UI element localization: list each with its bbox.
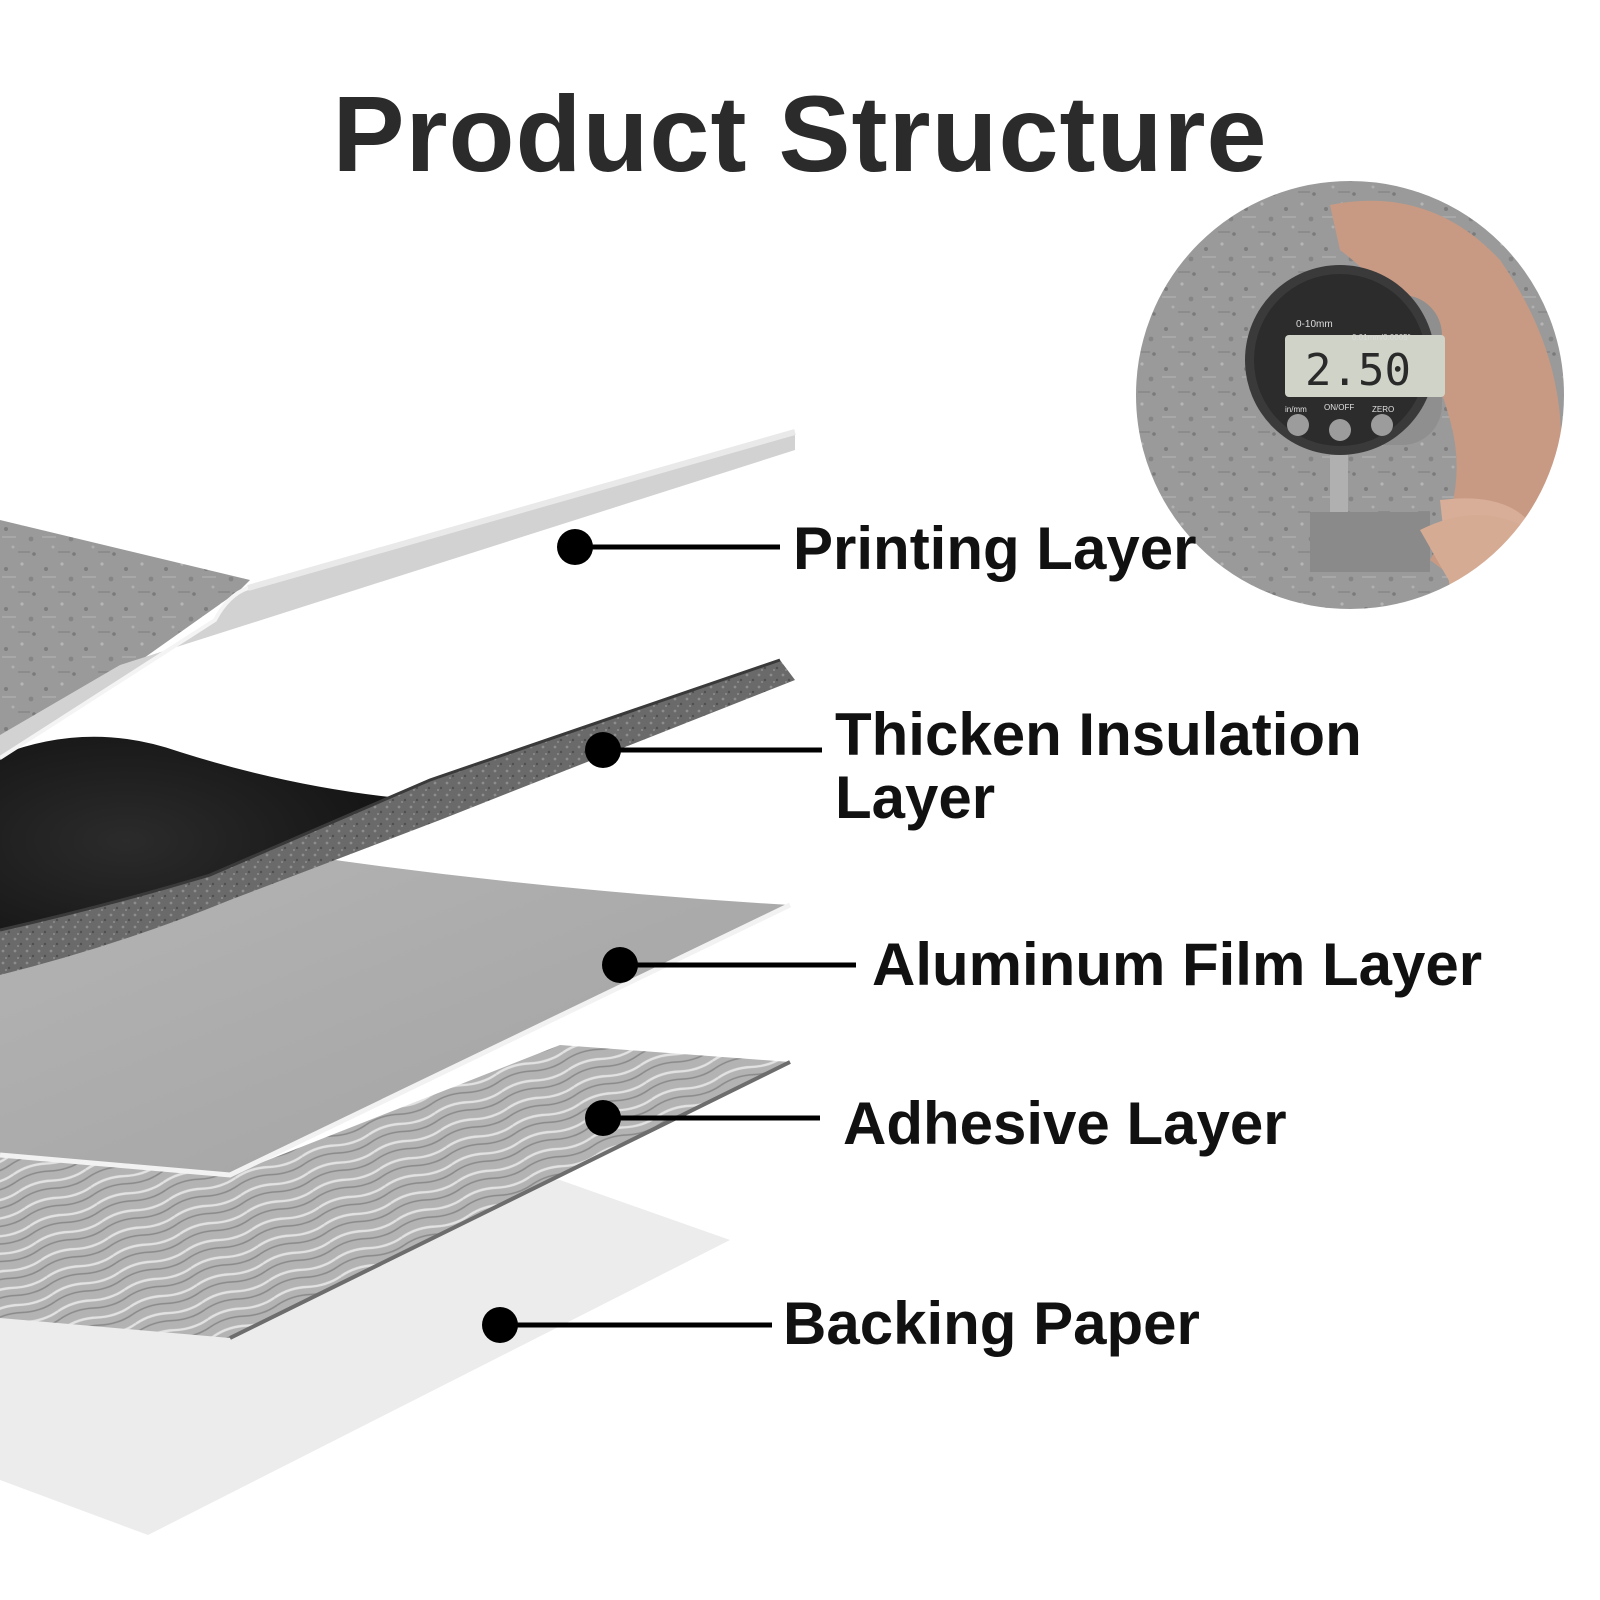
aluminum-film-sheet	[0, 855, 790, 1175]
leader-printing	[557, 529, 780, 565]
label-aluminum-film-layer: Aluminum Film Layer	[872, 931, 1483, 998]
gauge-reading: 2.50	[1305, 345, 1411, 396]
printing-layer-underside	[0, 432, 795, 760]
gauge-range-text: 0-10mm	[1296, 319, 1333, 330]
gauge-resolution-text: 0.01mm/0.0005"	[1352, 333, 1411, 342]
leader-aluminum	[602, 947, 856, 983]
gauge-button-power: ON/OFF	[1324, 403, 1354, 412]
leader-adhesive	[585, 1100, 820, 1136]
leader-backing	[482, 1307, 772, 1343]
label-backing-paper: Backing Paper	[783, 1290, 1200, 1357]
thickness-gauge-photo: 2.50 0-10mm 0.01mm/0.0005" in/mm ON/OFF …	[1135, 180, 1565, 610]
leader-insulation	[585, 732, 822, 768]
label-adhesive-layer: Adhesive Layer	[843, 1090, 1287, 1157]
insulation-underside	[0, 736, 420, 945]
label-printing-layer: Printing Layer	[793, 515, 1197, 582]
label-insulation-layer: Thicken Insulation Layer	[835, 701, 1362, 831]
gauge-button-unit: in/mm	[1285, 405, 1307, 414]
page-title: Product Structure	[332, 73, 1268, 194]
gauge-button-zero: ZERO	[1372, 405, 1394, 414]
